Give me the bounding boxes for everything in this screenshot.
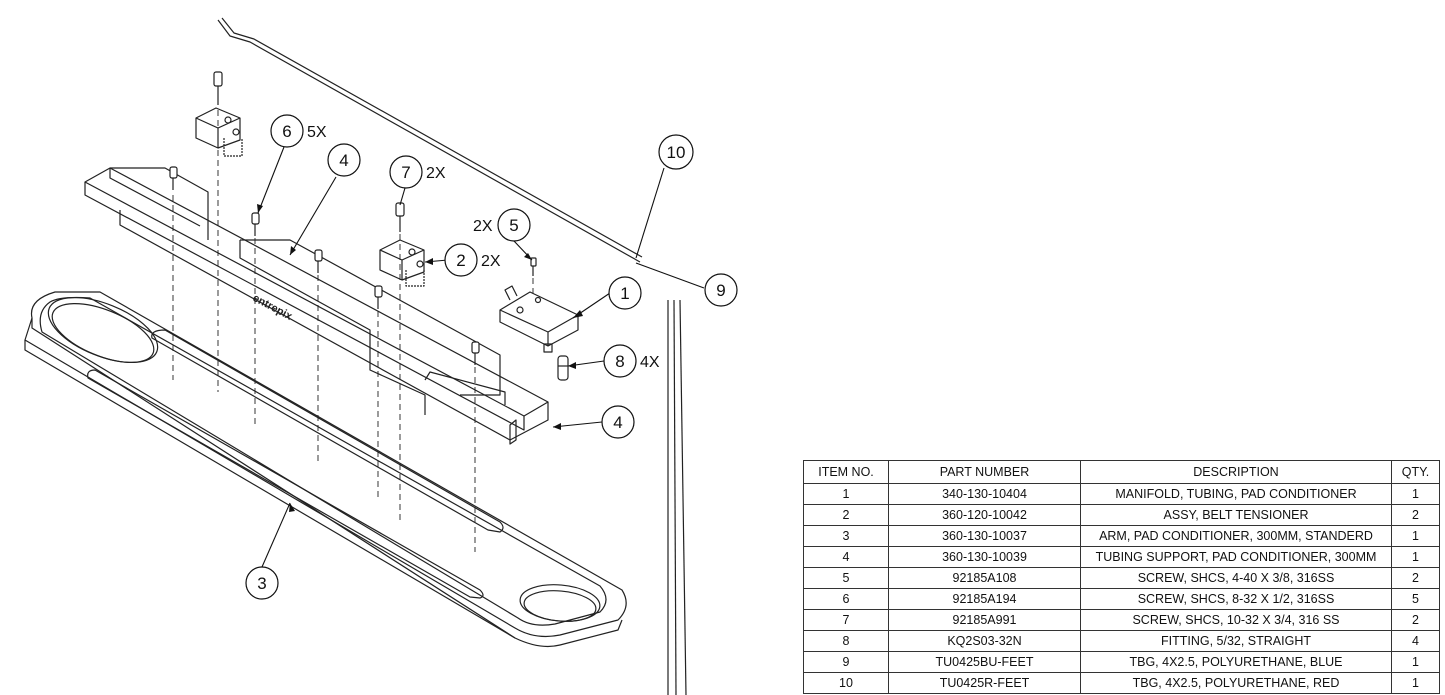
balloon-item-10: 10	[658, 134, 694, 170]
arm-plate-part	[24, 291, 627, 648]
bom-item-no: 10	[803, 672, 889, 694]
qty-callout-item-6: 5X	[307, 124, 327, 141]
balloon-item-9: 9	[704, 273, 738, 307]
bom-description: TBG, 4X2.5, POLYURETHANE, RED	[1080, 672, 1392, 694]
bom-qty: 2	[1391, 567, 1440, 589]
svg-text:10: 10	[667, 143, 686, 162]
bom-qty: 2	[1391, 609, 1440, 631]
qty-callout-item-7: 2X	[426, 165, 446, 182]
bom-description: ASSY, BELT TENSIONER	[1080, 504, 1392, 526]
bom-item-no: 9	[803, 651, 889, 673]
svg-text:3: 3	[257, 574, 266, 593]
balloon-item-4-top: 4	[327, 143, 361, 177]
bom-part-number: 360-130-10037	[888, 525, 1081, 547]
balloon-item-3: 3	[245, 566, 279, 600]
bom-part-number: 92185A991	[888, 609, 1081, 631]
svg-text:5: 5	[509, 216, 518, 235]
assembly-center-lines	[172, 110, 534, 552]
balloon-item-5: 5	[497, 208, 531, 242]
balloon-item-4-right: 4	[601, 405, 635, 439]
bom-item-no: 1	[803, 483, 889, 505]
balloon-item-6: 6	[270, 114, 304, 148]
bom-part-number: 360-130-10039	[888, 546, 1081, 568]
bom-part-number: 92185A194	[888, 588, 1081, 610]
bom-qty: 1	[1391, 483, 1440, 505]
svg-text:1: 1	[620, 284, 629, 303]
bom-qty: 4	[1391, 630, 1440, 652]
svg-text:7: 7	[401, 163, 410, 182]
bom-qty: 1	[1391, 546, 1440, 568]
bom-header-description: DESCRIPTION	[1080, 460, 1392, 484]
belt-tensioner-part	[379, 239, 425, 287]
bom-qty: 5	[1391, 588, 1440, 610]
svg-text:2: 2	[456, 251, 465, 270]
bom-item-no: 4	[803, 546, 889, 568]
bom-part-number: 92185A108	[888, 567, 1081, 589]
balloon-item-2: 2	[444, 243, 478, 277]
svg-text:4: 4	[339, 151, 348, 170]
bom-item-no: 3	[803, 525, 889, 547]
bom-qty: 2	[1391, 504, 1440, 526]
bom-item-no: 8	[803, 630, 889, 652]
bom-description: SCREW, SHCS, 10-32 X 3/4, 316 SS	[1080, 609, 1392, 631]
bom-description: ARM, PAD CONDITIONER, 300MM, STANDERD	[1080, 525, 1392, 547]
qty-callout-item-8: 4X	[640, 354, 660, 371]
manufacturer-logo: entrepix	[251, 292, 295, 323]
bom-item-no: 7	[803, 609, 889, 631]
bom-description: TBG, 4X2.5, POLYURETHANE, BLUE	[1080, 651, 1392, 673]
bom-item-no: 6	[803, 588, 889, 610]
balloon-item-8: 8	[603, 344, 637, 378]
svg-text:9: 9	[716, 281, 725, 300]
belt-tensioner-part	[195, 107, 243, 157]
balloon-item-7: 7	[389, 155, 423, 189]
bom-part-number: TU0425R-FEET	[888, 672, 1081, 694]
bom-qty: 1	[1391, 651, 1440, 673]
leader-arrowheads	[257, 204, 583, 512]
bom-item-no: 5	[803, 567, 889, 589]
bom-description: MANIFOLD, TUBING, PAD CONDITIONER	[1080, 483, 1392, 505]
bom-qty: 1	[1391, 525, 1440, 547]
bom-header-qty: QTY.	[1391, 460, 1440, 484]
bom-qty: 1	[1391, 672, 1440, 694]
bom-description: FITTING, 5/32, STRAIGHT	[1080, 630, 1392, 652]
svg-text:6: 6	[282, 122, 291, 141]
bom-part-number: TU0425BU-FEET	[888, 651, 1081, 673]
manifold-part	[499, 285, 579, 353]
svg-text:4: 4	[613, 413, 622, 432]
qty-callout-item-5: 2X	[473, 218, 493, 235]
bom-item-no: 2	[803, 504, 889, 526]
bom-header-part-number: PART NUMBER	[888, 460, 1081, 484]
bom-description: TUBING SUPPORT, PAD CONDITIONER, 300MM	[1080, 546, 1392, 568]
tubing-part	[217, 17, 687, 695]
bom-description: SCREW, SHCS, 4-40 X 3/8, 316SS	[1080, 567, 1392, 589]
qty-callout-item-2: 2X	[481, 253, 501, 270]
bom-header-item-no: ITEM NO.	[803, 460, 889, 484]
fitting-part	[557, 355, 569, 381]
bom-part-number: KQ2S03-32N	[888, 630, 1081, 652]
bom-part-number: 360-120-10042	[888, 504, 1081, 526]
screw-parts	[169, 71, 537, 365]
bom-part-number: 340-130-10404	[888, 483, 1081, 505]
bom-header-row: ITEM NO. PART NUMBER DESCRIPTION QTY.	[803, 460, 1440, 484]
leader-lines	[257, 146, 705, 568]
svg-text:8: 8	[615, 352, 624, 371]
balloon-item-1: 1	[608, 276, 642, 310]
bom-description: SCREW, SHCS, 8-32 X 1/2, 316SS	[1080, 588, 1392, 610]
